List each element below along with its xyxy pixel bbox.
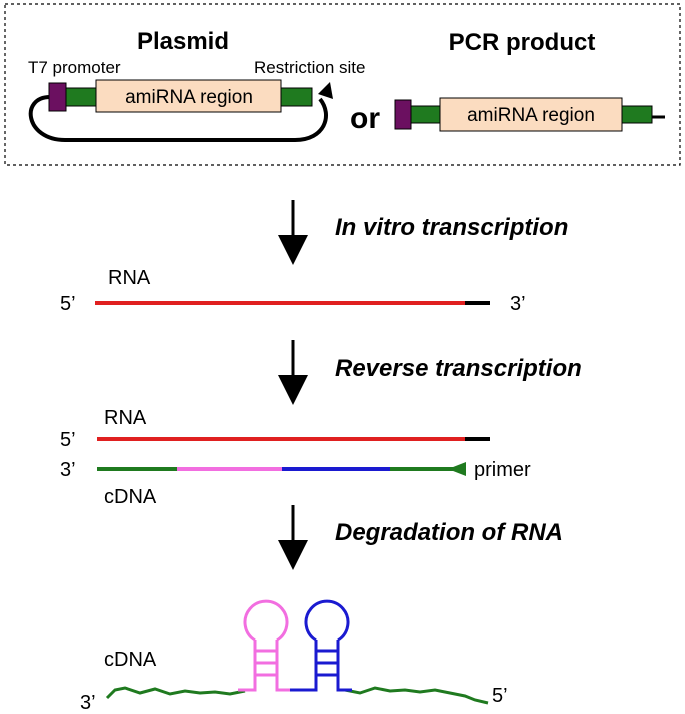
final-five-prime: 5’ bbox=[492, 685, 508, 707]
rna-three-prime-1: 3’ bbox=[510, 293, 526, 315]
restriction-site-label: Restriction site bbox=[254, 58, 365, 77]
rna-five-prime-2: 5’ bbox=[60, 429, 76, 451]
step1-label: In vitro transcription bbox=[335, 214, 568, 241]
or-label: or bbox=[350, 102, 380, 135]
cdna-wavy-left bbox=[105, 686, 246, 700]
step2-label: Reverse transcription bbox=[335, 355, 582, 382]
pcr-title: PCR product bbox=[449, 29, 596, 56]
construct-panel bbox=[4, 3, 681, 166]
rna-label-1: RNA bbox=[108, 267, 151, 289]
step3-label: Degradation of RNA bbox=[335, 519, 563, 546]
pcr-amirna-label: amiRNA region bbox=[467, 105, 595, 126]
cdna-three-prime: 3’ bbox=[60, 459, 76, 481]
hairpin-pink bbox=[238, 599, 290, 692]
final-three-prime: 3’ bbox=[80, 692, 96, 714]
primer-arrowhead bbox=[448, 462, 466, 476]
cdna-wavy-right bbox=[344, 686, 489, 705]
plasmid-amirna-region bbox=[95, 79, 282, 113]
restriction-site-marker bbox=[318, 82, 333, 99]
hairpin-blue bbox=[300, 599, 352, 692]
plasmid-t7-promoter bbox=[48, 82, 67, 112]
t7-promoter-label: T7 promoter bbox=[28, 58, 121, 77]
cdna-label-2: cDNA bbox=[104, 649, 157, 671]
pcr-amirna-region bbox=[439, 97, 623, 132]
cdna-label-1: cDNA bbox=[104, 486, 157, 508]
pcr-t7-promoter bbox=[394, 99, 412, 130]
primer-label: primer bbox=[474, 459, 531, 481]
rna-five-prime-1: 5’ bbox=[60, 293, 76, 315]
rna-label-2: RNA bbox=[104, 407, 147, 429]
plasmid-title: Plasmid bbox=[137, 28, 229, 55]
plasmid-amirna-label: amiRNA region bbox=[125, 87, 253, 108]
plasmid-backbone bbox=[28, 95, 328, 142]
